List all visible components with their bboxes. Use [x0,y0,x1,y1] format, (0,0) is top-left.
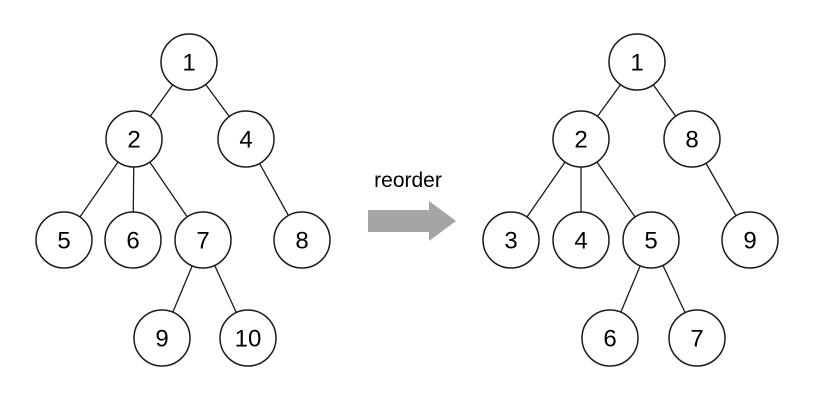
tree-right: 1 2 8 3 4 5 9 6 7 [482,33,779,367]
tree-left: 1 2 4 5 6 7 8 9 10 [35,33,331,367]
tree-node-label: 5 [644,227,657,254]
tree-node-label: 7 [690,325,703,352]
tree-node-label: 6 [126,227,139,254]
tree-node-circle [105,110,163,168]
tree-node-label: 1 [182,49,195,76]
tree-node-circle [552,211,610,269]
tree-node-circle [217,110,275,168]
tree-node-circle [668,309,726,367]
tree-node-label: 5 [57,227,70,254]
tree-node-circle [35,211,93,269]
tree-node-label: 8 [685,126,698,153]
tree-node-circle [219,309,277,367]
tree-node-label: 10 [235,325,262,352]
tree-node-label: 2 [127,126,140,153]
tree-node-label: 4 [574,227,587,254]
tree-node-circle [721,211,779,269]
tree-node-circle [104,211,162,269]
tree-node-circle [482,211,540,269]
tree-node-label: 9 [155,325,168,352]
tree-node-circle [663,110,721,168]
tree-node-circle [133,309,191,367]
reorder-arrow-icon [368,201,456,241]
tree-node-circle [273,211,331,269]
tree-node-circle [552,110,610,168]
tree-node-label: 1 [630,49,643,76]
tree-node-label: 2 [574,126,587,153]
tree-node-label: 9 [743,227,756,254]
reorder-label: reorder [374,169,442,192]
tree-node-label: 7 [196,227,209,254]
tree-node-circle [581,309,639,367]
tree-node-label: 8 [295,227,308,254]
tree-node-circle [174,211,232,269]
tree-node-label: 4 [239,126,252,153]
tree-node-circle [608,33,666,91]
tree-node-label: 6 [603,325,616,352]
tree-node-label: 3 [504,227,517,254]
tree-node-circle [622,211,680,269]
tree-node-circle [160,33,218,91]
